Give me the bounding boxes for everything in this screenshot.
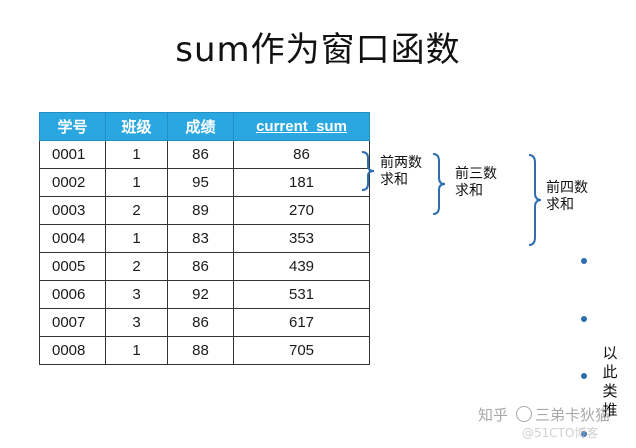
cell-student-id: 0006 [39, 280, 106, 309]
cell-current-sum: 270 [233, 196, 370, 225]
cell-class: 1 [105, 336, 168, 365]
brace-label-line: 求和 [546, 197, 574, 213]
continuation-char: 推 [602, 401, 618, 419]
brace-label-first-four: 前四数 求和 [546, 180, 588, 214]
bullet-dot [581, 373, 587, 379]
watermark: 知乎 三弟卡狄猫 [478, 404, 610, 425]
cell-class: 1 [105, 224, 168, 253]
brace-label-line: 求和 [380, 172, 408, 188]
cell-current-sum: 439 [233, 252, 370, 281]
cell-score: 86 [167, 252, 234, 281]
cell-student-id: 0003 [39, 196, 106, 225]
brace-label-line: 求和 [455, 183, 483, 199]
watermark-secondary: @51CTO博客 [522, 426, 599, 440]
table-row: 0006 3 92 531 [39, 280, 370, 309]
header-class: 班级 [105, 112, 168, 141]
cell-class: 3 [105, 280, 168, 309]
cell-student-id: 0001 [39, 140, 106, 169]
user-icon [516, 406, 533, 422]
cell-current-sum: 617 [233, 308, 370, 337]
header-current-sum: current_sum [233, 112, 370, 141]
cell-current-sum: 353 [233, 224, 370, 253]
brace-label-first-three: 前三数 求和 [455, 166, 497, 200]
continuation-char: 此 [602, 363, 618, 381]
table-row: 0007 3 86 617 [39, 308, 370, 337]
cell-score: 86 [167, 308, 234, 337]
cell-student-id: 0008 [39, 336, 106, 365]
cell-class: 1 [105, 168, 168, 197]
table-row: 0001 1 86 86 [39, 140, 370, 169]
brace-first-three [432, 153, 446, 215]
brace-label-line: 前两数 [380, 155, 422, 171]
cell-student-id: 0005 [39, 252, 106, 281]
cell-class: 2 [105, 252, 168, 281]
cell-current-sum: 86 [233, 140, 370, 169]
continuation-text: 以 此 类 推 [601, 344, 619, 420]
cell-class: 2 [105, 196, 168, 225]
cell-class: 1 [105, 140, 168, 169]
brace-label-line: 前三数 [455, 166, 497, 182]
header-student-id: 学号 [39, 112, 106, 141]
cell-current-sum: 181 [233, 168, 370, 197]
cell-class: 3 [105, 308, 168, 337]
header-score: 成绩 [167, 112, 234, 141]
watermark-author: 三弟卡狄猫 [535, 406, 611, 424]
cell-score: 95 [167, 168, 234, 197]
cell-score: 83 [167, 224, 234, 253]
table-row: 0003 2 89 270 [39, 196, 370, 225]
table-row: 0004 1 83 353 [39, 224, 370, 253]
cell-score: 88 [167, 336, 234, 365]
cell-student-id: 0002 [39, 168, 106, 197]
bullet-dot [581, 316, 587, 322]
cell-current-sum: 705 [233, 336, 370, 365]
table-row: 0008 1 88 705 [39, 336, 370, 365]
cell-score: 86 [167, 140, 234, 169]
watermark-brand: 知乎 [478, 406, 509, 424]
page-title: sum作为窗口函数 [175, 30, 461, 70]
cell-score: 92 [167, 280, 234, 309]
data-table: 学号 班级 成绩 current_sum 0001 1 86 86 0002 1… [39, 112, 370, 365]
cell-student-id: 0004 [39, 224, 106, 253]
table-row: 0005 2 86 439 [39, 252, 370, 281]
bullet-dot [581, 258, 587, 264]
continuation-char: 类 [602, 382, 618, 400]
brace-first-two [361, 151, 375, 191]
cell-score: 89 [167, 196, 234, 225]
brace-label-first-two: 前两数 求和 [380, 155, 422, 189]
brace-first-four [528, 154, 542, 246]
table-header-row: 学号 班级 成绩 current_sum [39, 112, 370, 141]
brace-label-line: 前四数 [546, 180, 588, 196]
cell-current-sum: 531 [233, 280, 370, 309]
cell-student-id: 0007 [39, 308, 106, 337]
bullet-dot [581, 431, 587, 437]
continuation-char: 以 [602, 344, 618, 362]
table-row: 0002 1 95 181 [39, 168, 370, 197]
